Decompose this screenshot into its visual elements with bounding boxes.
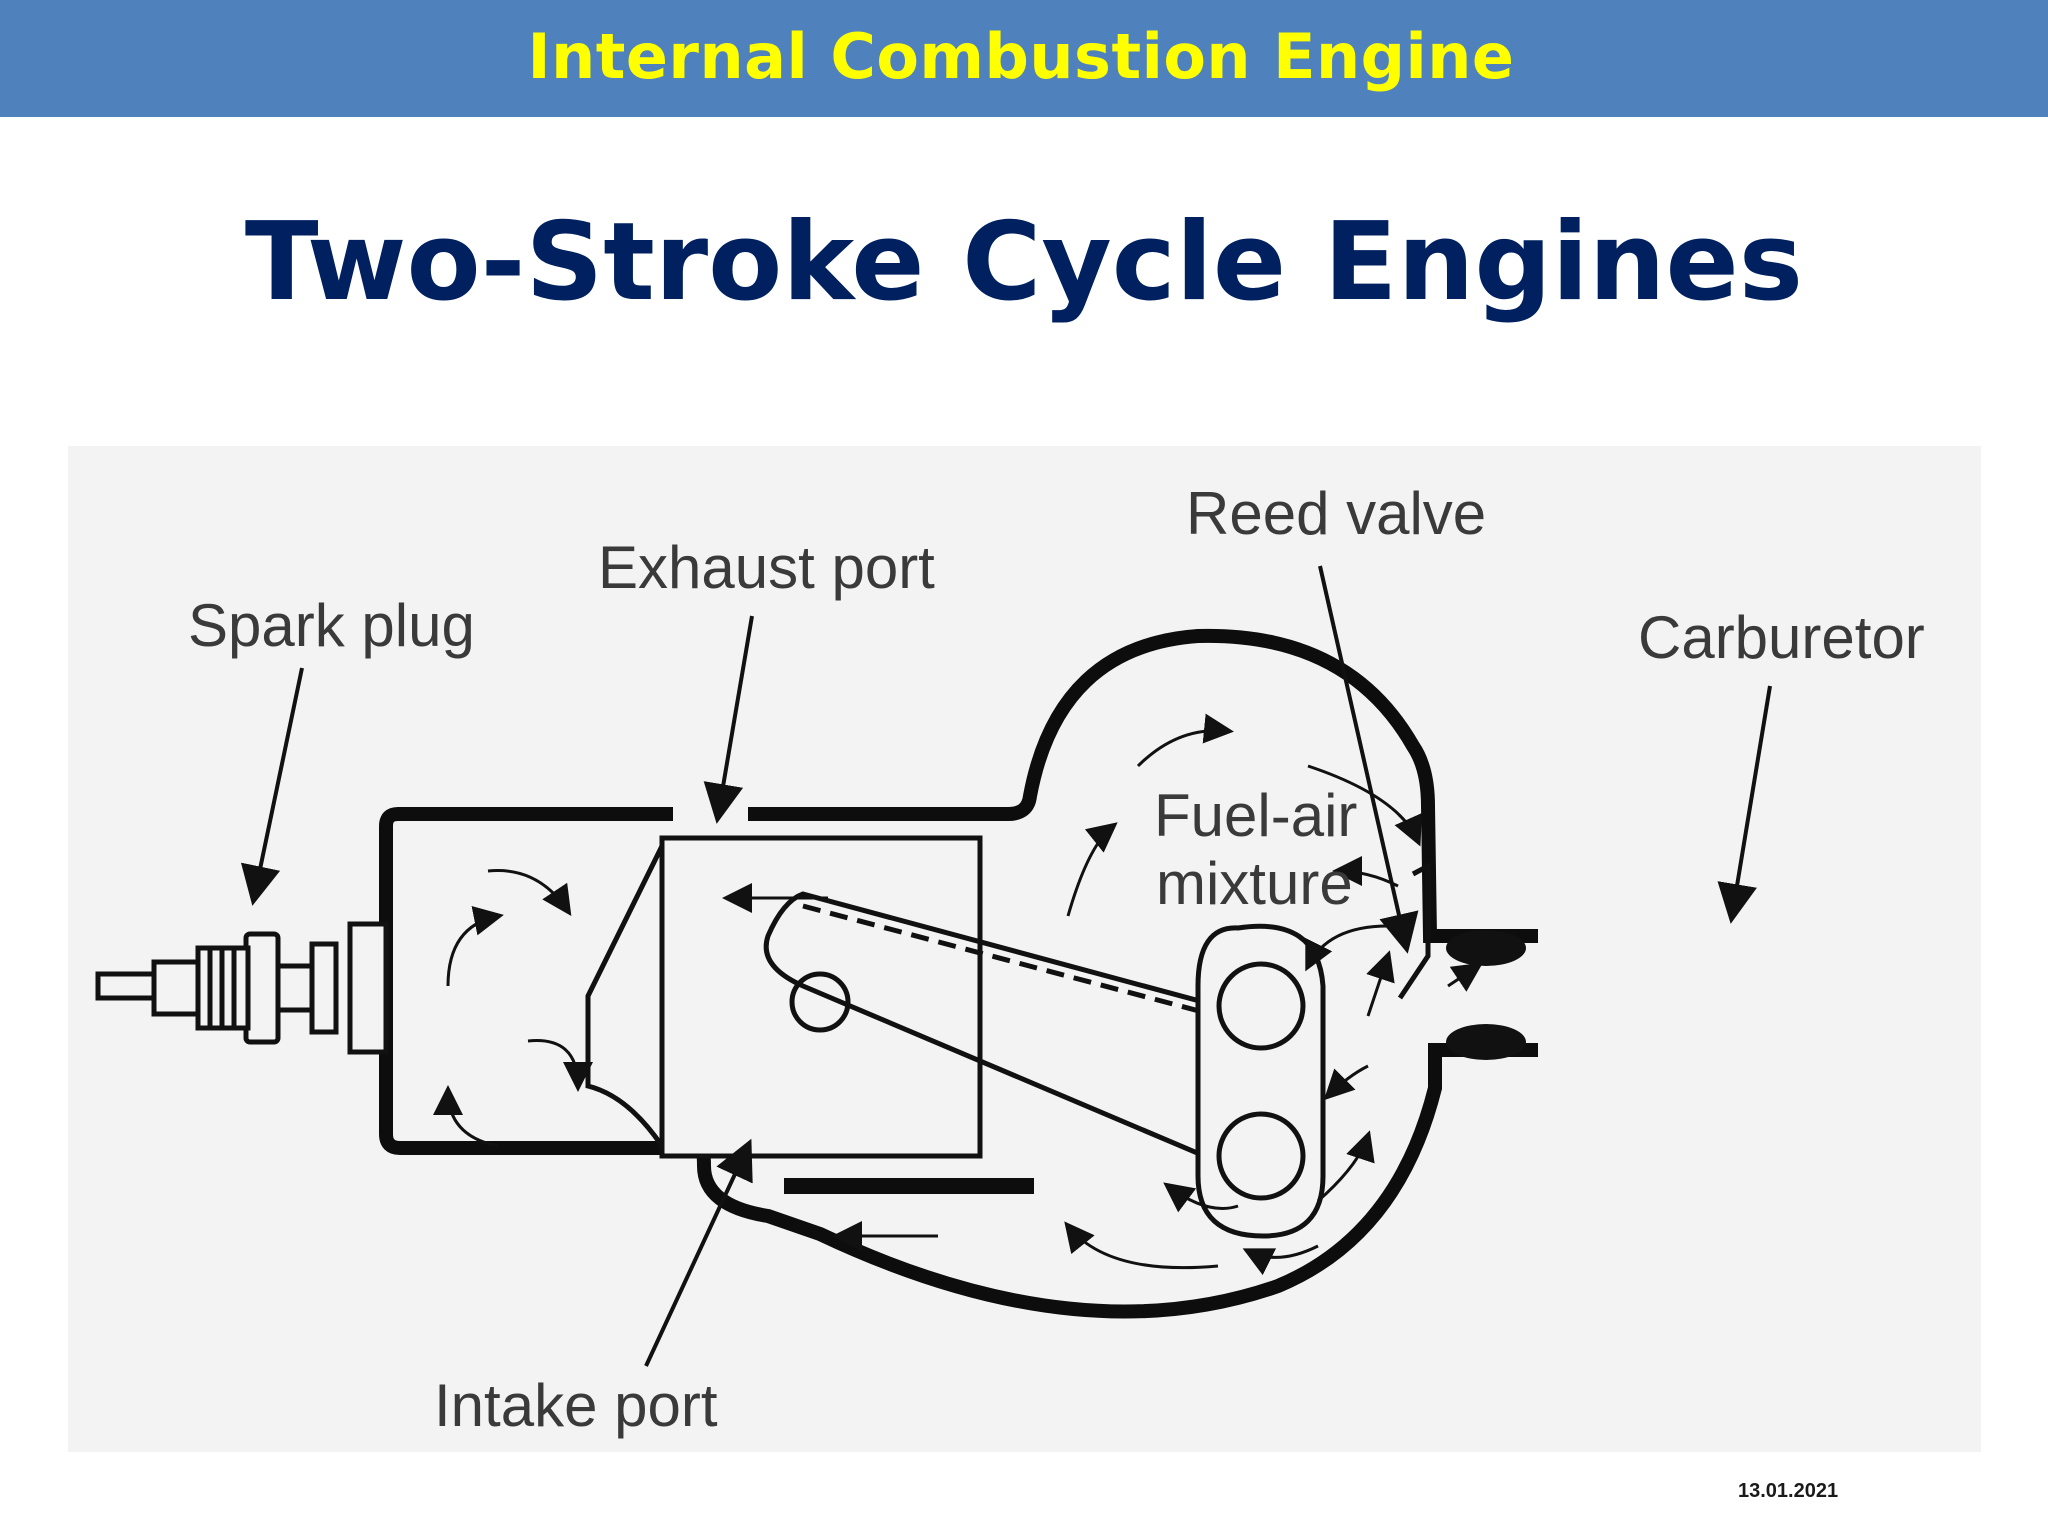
reed-valve [1397, 861, 1431, 1000]
label-intake-port: Intake port [434, 1372, 718, 1439]
label-reed-valve: Reed valve [1186, 480, 1486, 547]
label-exhaust-port: Exhaust port [598, 534, 935, 601]
engine-diagram: Spark plug Exhaust port Reed valve Carbu… [68, 446, 1981, 1452]
label-fuel-air: Fuel-air [1154, 782, 1357, 849]
slide-title: Two-Stroke Cycle Engines [244, 200, 1804, 325]
label-mixture: mixture [1156, 850, 1353, 917]
header-title: Internal Combustion Engine [527, 20, 1515, 93]
leader-lines [240, 565, 1772, 1367]
slide-date: 13.01.2021 [1738, 1480, 1839, 1502]
connecting-rod [763, 891, 1326, 1239]
label-spark-plug: Spark plug [188, 592, 475, 659]
spark-plug [95, 921, 389, 1055]
crankcase-dome [748, 628, 1538, 943]
carburetor [1446, 930, 1526, 1060]
piston [585, 835, 983, 1159]
header-bar: Internal Combustion Engine [0, 0, 2048, 117]
label-carburetor: Carburetor [1638, 604, 1925, 671]
engine-housing [379, 807, 1538, 1319]
